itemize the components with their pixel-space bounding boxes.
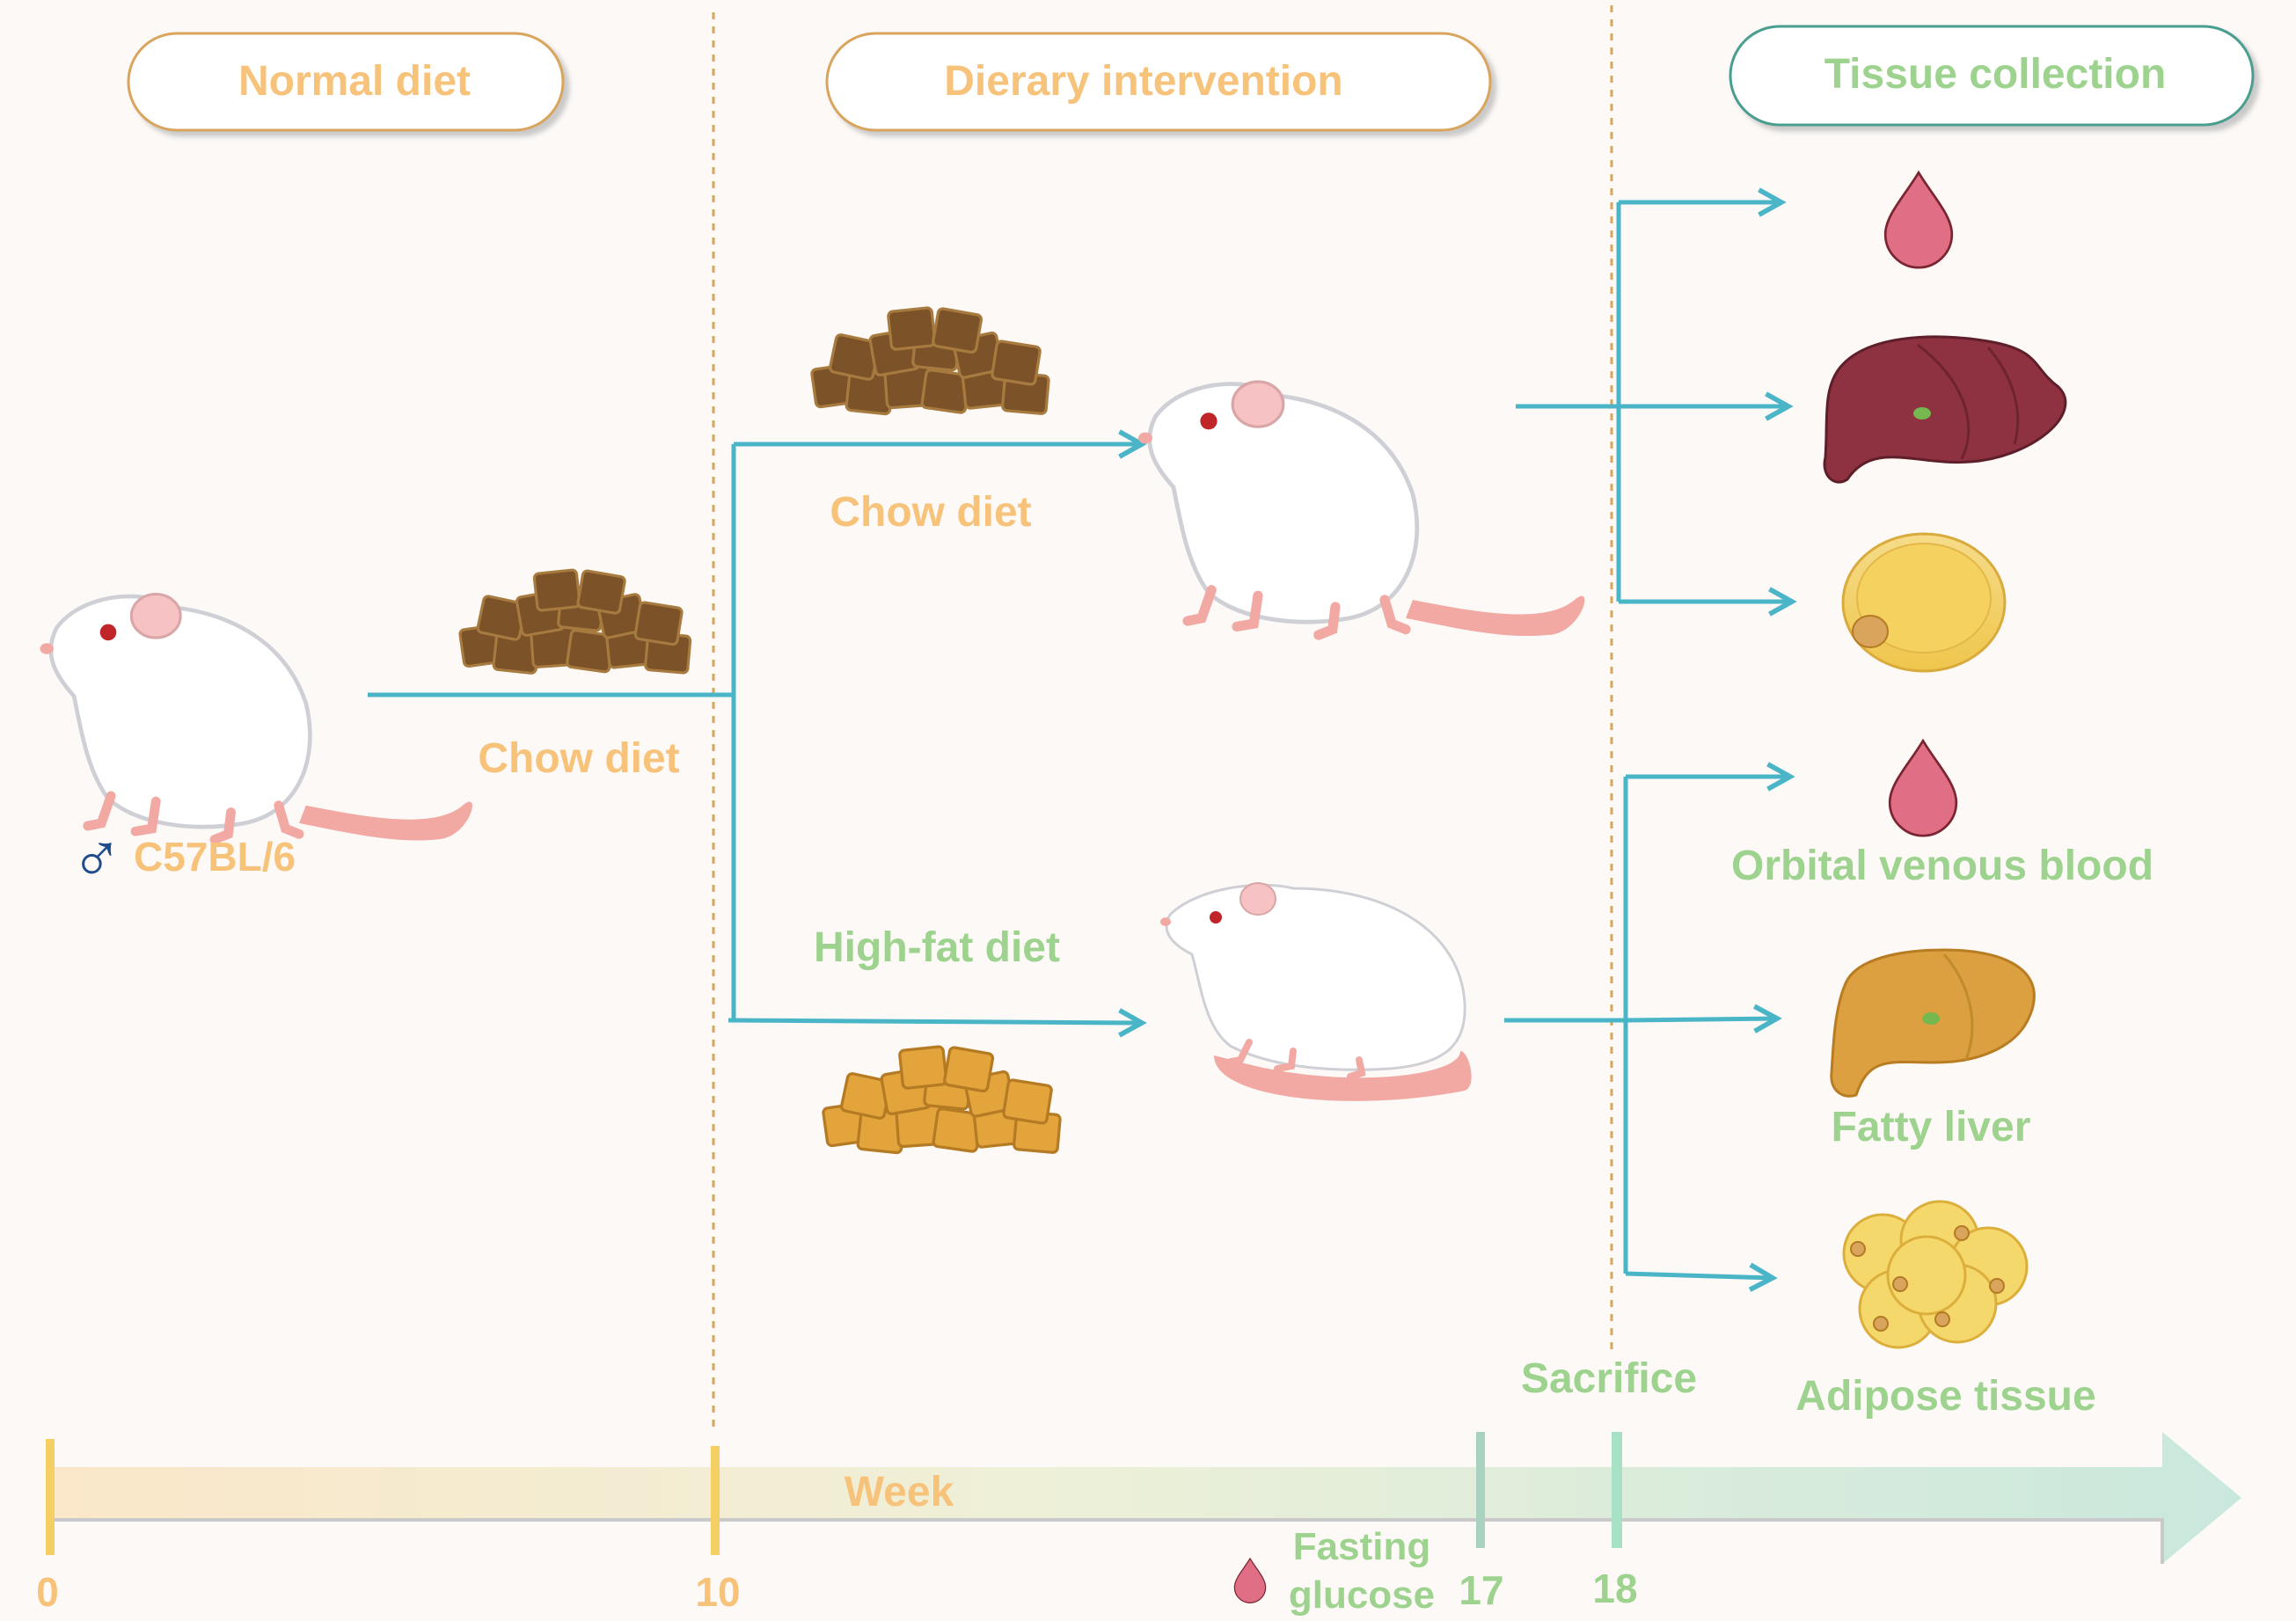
blood-drop-chow-icon xyxy=(1883,171,1954,269)
chow-pellets xyxy=(809,305,1051,416)
fat-cell-chow-icon xyxy=(1841,532,2007,673)
phase-collection-label: Tissue collection xyxy=(1824,51,2167,98)
hfd-diet-label: High-fat diet xyxy=(814,924,1060,971)
mouse-chow xyxy=(1138,382,1584,636)
tick-label-0: 0 xyxy=(36,1569,59,1615)
blood-label: Orbital venous blood xyxy=(1731,843,2153,889)
phase-intervention-header: Dierary intervention xyxy=(825,32,1492,132)
adipose-label: Adipose tissue xyxy=(1795,1373,2095,1420)
sacrifice-label: Sacrifice xyxy=(1521,1355,1697,1402)
fasting-blood-drop-icon xyxy=(1233,1558,1267,1603)
fasting-label-line1: Fasting xyxy=(1293,1525,1430,1568)
timeline: Week 0 10 17 18 Fasting glucose Sacrific… xyxy=(36,1355,2241,1617)
tick-label-17: 17 xyxy=(1459,1567,1503,1613)
hfd-pellets xyxy=(821,1044,1063,1155)
chow-pellets-initial xyxy=(457,568,692,675)
fatty-liver-label: Fatty liver xyxy=(1832,1104,2031,1150)
tick-marker-17 xyxy=(1476,1432,1485,1548)
blood-drop-hfd-icon xyxy=(1888,739,1958,837)
mouse-hfd xyxy=(1160,882,1472,1101)
collection-arrows xyxy=(1504,202,1792,1278)
mouse-initial xyxy=(40,595,472,841)
tick-marker-10 xyxy=(711,1446,720,1555)
timeline-arrow xyxy=(48,1432,2241,1564)
liver-chow-icon xyxy=(1823,335,2067,484)
fatty-liver-icon xyxy=(1830,948,2036,1098)
male-symbol: ♂ xyxy=(70,816,123,894)
chow-diet-label: Chow diet xyxy=(830,489,1031,536)
fasting-label-line2: glucose xyxy=(1289,1574,1435,1617)
phase-normal-header: Normal diet xyxy=(127,32,565,132)
tick-label-18: 18 xyxy=(1592,1566,1637,1611)
mouse-strain-label: C57BL/6 xyxy=(134,834,296,880)
adipose-cluster-icon xyxy=(1842,1200,2029,1349)
tick-label-10: 10 xyxy=(695,1569,740,1615)
tick-marker-18 xyxy=(1612,1432,1622,1548)
phase-intervention-label: Dierary intervention xyxy=(944,58,1342,105)
phase-collection-header: Tissue collection xyxy=(1729,25,2255,127)
timeline-label: Week xyxy=(845,1469,954,1515)
initial-diet-label: Chow diet xyxy=(478,735,679,782)
diet-branch-arrows xyxy=(368,444,1142,1023)
phase-normal-label: Normal diet xyxy=(238,58,471,105)
tick-marker-0 xyxy=(46,1439,55,1555)
